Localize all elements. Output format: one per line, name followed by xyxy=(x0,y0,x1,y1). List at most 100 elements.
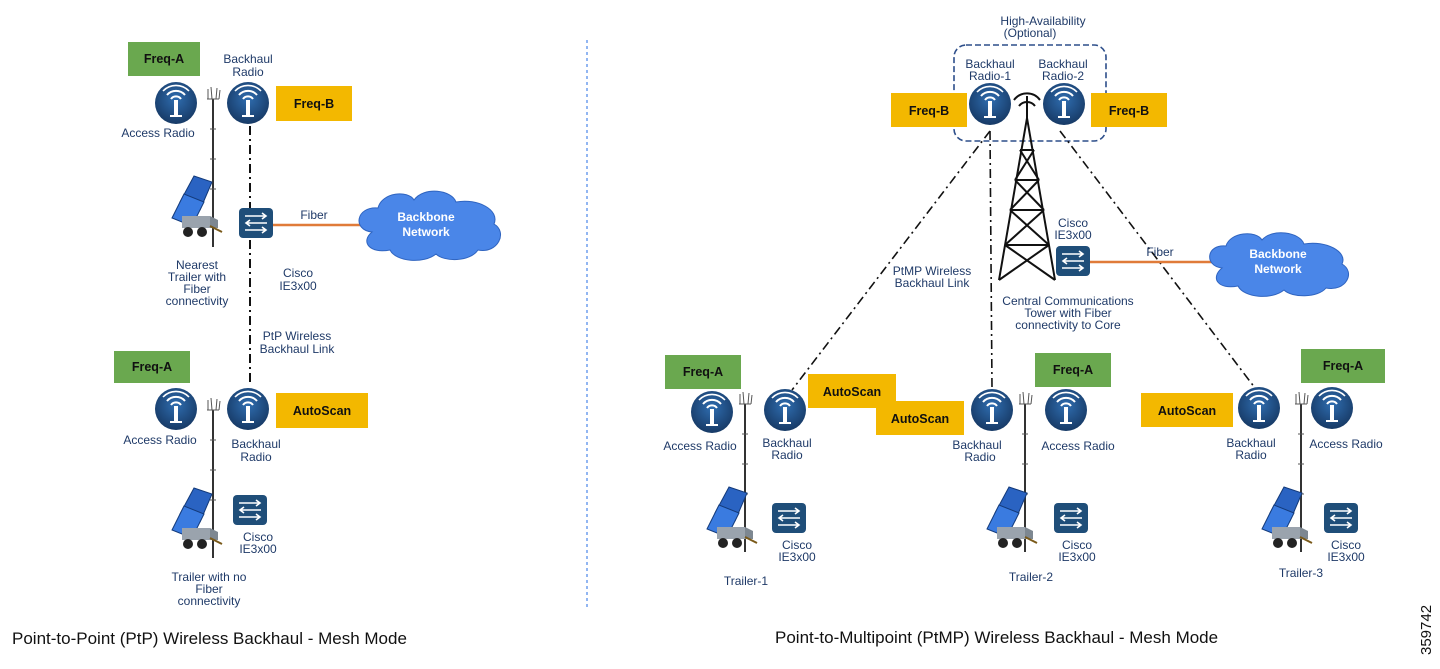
backhaul-radio-label-line2: Radio xyxy=(964,450,996,464)
switch-icon xyxy=(771,502,807,534)
radio2-label-line1: Backhaul xyxy=(1038,57,1087,71)
freq-b-label: Freq-B xyxy=(1109,104,1149,118)
backhaul-radio-1-icon xyxy=(968,82,1012,126)
tower-label-line2: Tower with Fiber xyxy=(1024,306,1111,320)
backbone-network-cloud: Backbone Network xyxy=(358,190,501,261)
trailer-2-group: AutoScan Freq-A Backhaul Radio Access Ra… xyxy=(876,353,1115,584)
backhaul-radio-icon xyxy=(226,81,270,125)
autoscan-label: AutoScan xyxy=(1158,404,1216,418)
switch-label-line1: Cisco xyxy=(1331,538,1361,552)
access-radio-label: Access Radio xyxy=(663,439,737,453)
freq-b-label: Freq-B xyxy=(909,104,949,118)
trailer-icon xyxy=(986,486,1038,549)
trailer-label-line2: Trailer with xyxy=(168,270,226,284)
backbone-label-line2: Network xyxy=(1254,262,1302,276)
radio2-label-line2: Radio-2 xyxy=(1042,69,1084,83)
ptmp-link-label-line2: Backhaul Link xyxy=(895,276,971,290)
central-tower-icon xyxy=(998,92,1056,281)
freq-b-label: Freq-B xyxy=(294,97,334,111)
freq-a-label: Freq-A xyxy=(1323,359,1363,373)
autoscan-label: AutoScan xyxy=(823,385,881,399)
switch-icon xyxy=(1055,245,1091,277)
trailer-icon xyxy=(706,486,758,549)
autoscan-label: AutoScan xyxy=(293,404,351,418)
trailer-label-line1: Nearest xyxy=(176,258,219,272)
access-radio-icon xyxy=(690,390,734,434)
autoscan-tag xyxy=(1141,393,1233,427)
switch-label-line2: IE3x00 xyxy=(1058,550,1096,564)
backhaul-radio-label-line2: Radio xyxy=(1235,448,1267,462)
backhaul-radio-icon xyxy=(970,388,1014,432)
switch-label-line1: Cisco xyxy=(243,530,273,544)
freq-a-tag xyxy=(114,351,190,383)
backbone-network-cloud: Backbone Network xyxy=(1209,232,1349,297)
switch-label-line2: IE3x00 xyxy=(239,542,277,556)
tower-switch-label-line1: Cisco xyxy=(1058,216,1088,230)
backhaul-radio-icon xyxy=(763,388,807,432)
freq-b-tag xyxy=(1091,93,1167,127)
trailer-name: Trailer-2 xyxy=(1009,570,1054,584)
ptmp-link-label-line1: PtMP Wireless xyxy=(893,264,971,278)
trailer-icon xyxy=(171,487,223,550)
trailer-label-line3: connectivity xyxy=(178,594,241,608)
trailer-1-group: Freq-A AutoScan Access Radio Backhaul Ra… xyxy=(663,355,896,588)
switch-icon xyxy=(232,494,268,526)
freq-b-tag xyxy=(276,86,352,121)
ptmp-section: High-Availability (Optional) Backhaul Ra… xyxy=(663,14,1385,647)
freq-a-tag xyxy=(1301,349,1385,383)
ha-label-line2: (Optional) xyxy=(1004,26,1057,40)
trailer-3-group: AutoScan Freq-A Backhaul Radio Access Ra… xyxy=(1141,349,1385,580)
switch-label-line1: Cisco xyxy=(782,538,812,552)
autoscan-tag xyxy=(276,393,368,428)
radio1-label-line2: Radio-1 xyxy=(969,69,1011,83)
trailer-icon xyxy=(171,175,223,238)
ha-label-line1: High-Availability xyxy=(1000,14,1085,28)
backbone-label-line1: Backbone xyxy=(1249,247,1307,261)
figure-number: 359742 xyxy=(1418,605,1435,655)
trailer-label-line4: connectivity xyxy=(166,294,229,308)
switch-icon xyxy=(1323,502,1359,534)
switch-label-line1: Cisco xyxy=(283,266,313,280)
ptmp-wireless-link-lines xyxy=(791,130,1256,391)
trailer-label-line1: Trailer with no xyxy=(172,570,247,584)
backhaul-radio-label-line1: Backhaul xyxy=(223,52,272,66)
autoscan-label: AutoScan xyxy=(891,412,949,426)
trailer-name: Trailer-1 xyxy=(724,574,769,588)
switch-icon xyxy=(1053,502,1089,534)
ptp-section: Freq-A Backhaul Radio Freq-B Access Radi… xyxy=(12,42,501,648)
freq-b-tag xyxy=(891,93,967,127)
backhaul-radio-icon xyxy=(1237,386,1281,430)
switch-label-line2: IE3x00 xyxy=(778,550,816,564)
freq-a-label: Freq-A xyxy=(144,52,184,66)
access-radio-label: Access Radio xyxy=(1041,439,1115,453)
trailer-name: Trailer-3 xyxy=(1279,566,1324,580)
freq-a-tag xyxy=(665,355,741,389)
ptp-link-label-line2: Backhaul Link xyxy=(260,342,336,356)
ptp-caption: Point-to-Point (PtP) Wireless Backhaul -… xyxy=(12,629,407,648)
access-radio-label: Access Radio xyxy=(121,126,195,140)
access-radio-icon xyxy=(154,81,198,125)
backhaul-radio-label-line2: Radio xyxy=(232,65,264,79)
ptmp-caption: Point-to-Multipoint (PtMP) Wireless Back… xyxy=(775,628,1218,647)
freq-a-label: Freq-A xyxy=(683,365,723,379)
freq-a-label: Freq-A xyxy=(132,360,172,374)
backhaul-radio-label-line1: Backhaul xyxy=(1226,436,1275,450)
switch-label-line1: Cisco xyxy=(1062,538,1092,552)
fiber-label: Fiber xyxy=(1146,245,1173,259)
autoscan-tag xyxy=(876,401,964,435)
trailer-label-line3: Fiber xyxy=(183,282,210,296)
switch-label-line2: IE3x00 xyxy=(1327,550,1365,564)
freq-a-tag xyxy=(1035,353,1111,387)
trailer-icon xyxy=(1261,486,1313,549)
access-radio-label: Access Radio xyxy=(123,433,197,447)
backbone-label-line1: Backbone xyxy=(397,210,455,224)
backhaul-radio-icon xyxy=(226,387,270,431)
tower-switch-label-line2: IE3x00 xyxy=(1054,228,1092,242)
backhaul-radio-label-line2: Radio xyxy=(771,448,803,462)
fiber-label: Fiber xyxy=(300,208,327,222)
trailer-label-line2: Fiber xyxy=(195,582,222,596)
freq-a-tag xyxy=(128,42,200,76)
tower-label-line3: connectivity to Core xyxy=(1015,318,1121,332)
backhaul-radio-label-line1: Backhaul xyxy=(231,437,280,451)
